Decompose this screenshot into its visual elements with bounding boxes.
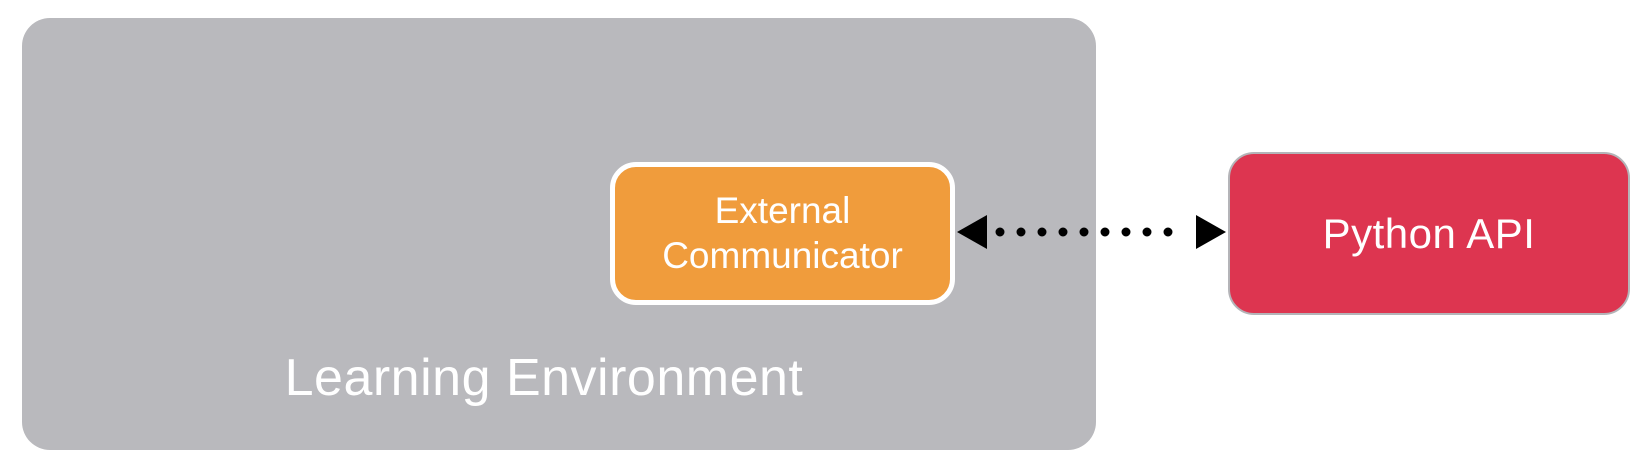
external-communicator-label: External Communicator xyxy=(662,190,903,276)
python-api-box: Python API xyxy=(1228,152,1630,315)
dotted-double-arrow xyxy=(957,215,1226,249)
external-communicator-box: External Communicator xyxy=(610,162,955,305)
arrow-head-left-icon xyxy=(957,215,987,249)
arrow-head-right-icon xyxy=(1196,215,1226,249)
python-api-label: Python API xyxy=(1322,209,1536,257)
learning-environment-label: Learning Environment xyxy=(284,349,804,407)
